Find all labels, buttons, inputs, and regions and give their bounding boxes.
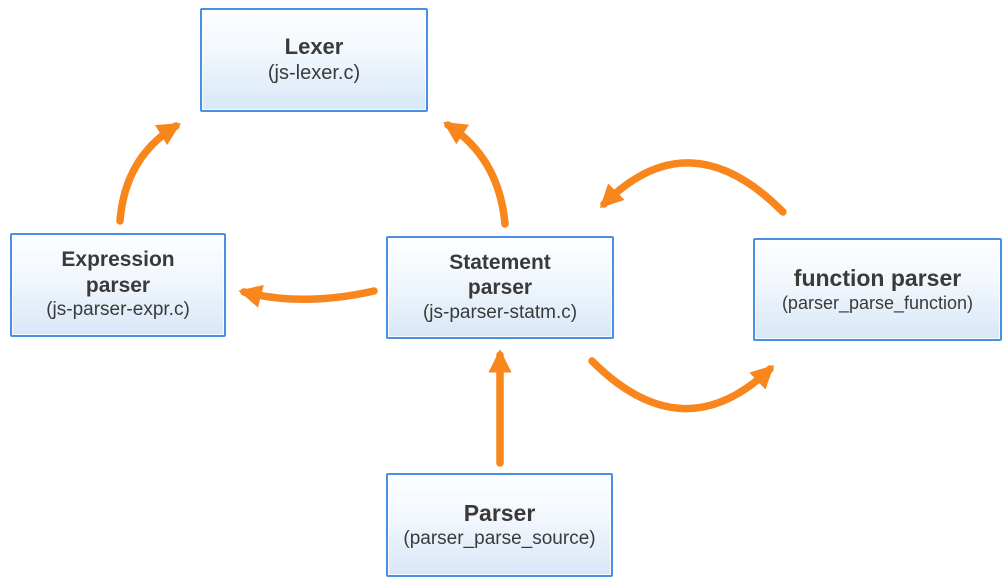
node-parser-subtitle: (parser_parse_source)	[403, 527, 596, 549]
arrow-expression-parser-to-lexer	[116, 122, 181, 225]
arrow-statement-parser-to-expression-parser	[238, 285, 378, 308]
arrow-function-parser-to-statement-parser	[599, 159, 787, 216]
node-expression-parser-title: Expression parser	[61, 248, 175, 297]
node-function-parser-subtitle: (parser_parse_function)	[781, 292, 974, 313]
node-function-parser-title: function parser	[793, 264, 962, 291]
arrow-statement-parser-to-function-parser	[588, 357, 775, 413]
node-expression-parser-subtitle: (js-parser-expr.c)	[46, 299, 190, 321]
node-parser-title: Parser	[463, 499, 536, 526]
node-statement-parser: Statement parser (js-parser-statm.c)	[386, 236, 614, 339]
arrow-statement-parser-to-lexer	[443, 121, 509, 228]
node-expression-parser: Expression parser (js-parser-expr.c)	[10, 233, 226, 337]
node-lexer: Lexer (js-lexer.c)	[200, 8, 428, 112]
node-statement-parser-title: Statement parser	[449, 250, 551, 300]
node-statement-parser-subtitle: (js-parser-statm.c)	[422, 301, 578, 323]
node-lexer-subtitle: (js-lexer.c)	[267, 62, 361, 85]
node-function-parser: function parser (parser_parse_function)	[753, 238, 1002, 341]
node-lexer-title: Lexer	[284, 33, 344, 59]
node-parser: Parser (parser_parse_source)	[386, 473, 613, 577]
